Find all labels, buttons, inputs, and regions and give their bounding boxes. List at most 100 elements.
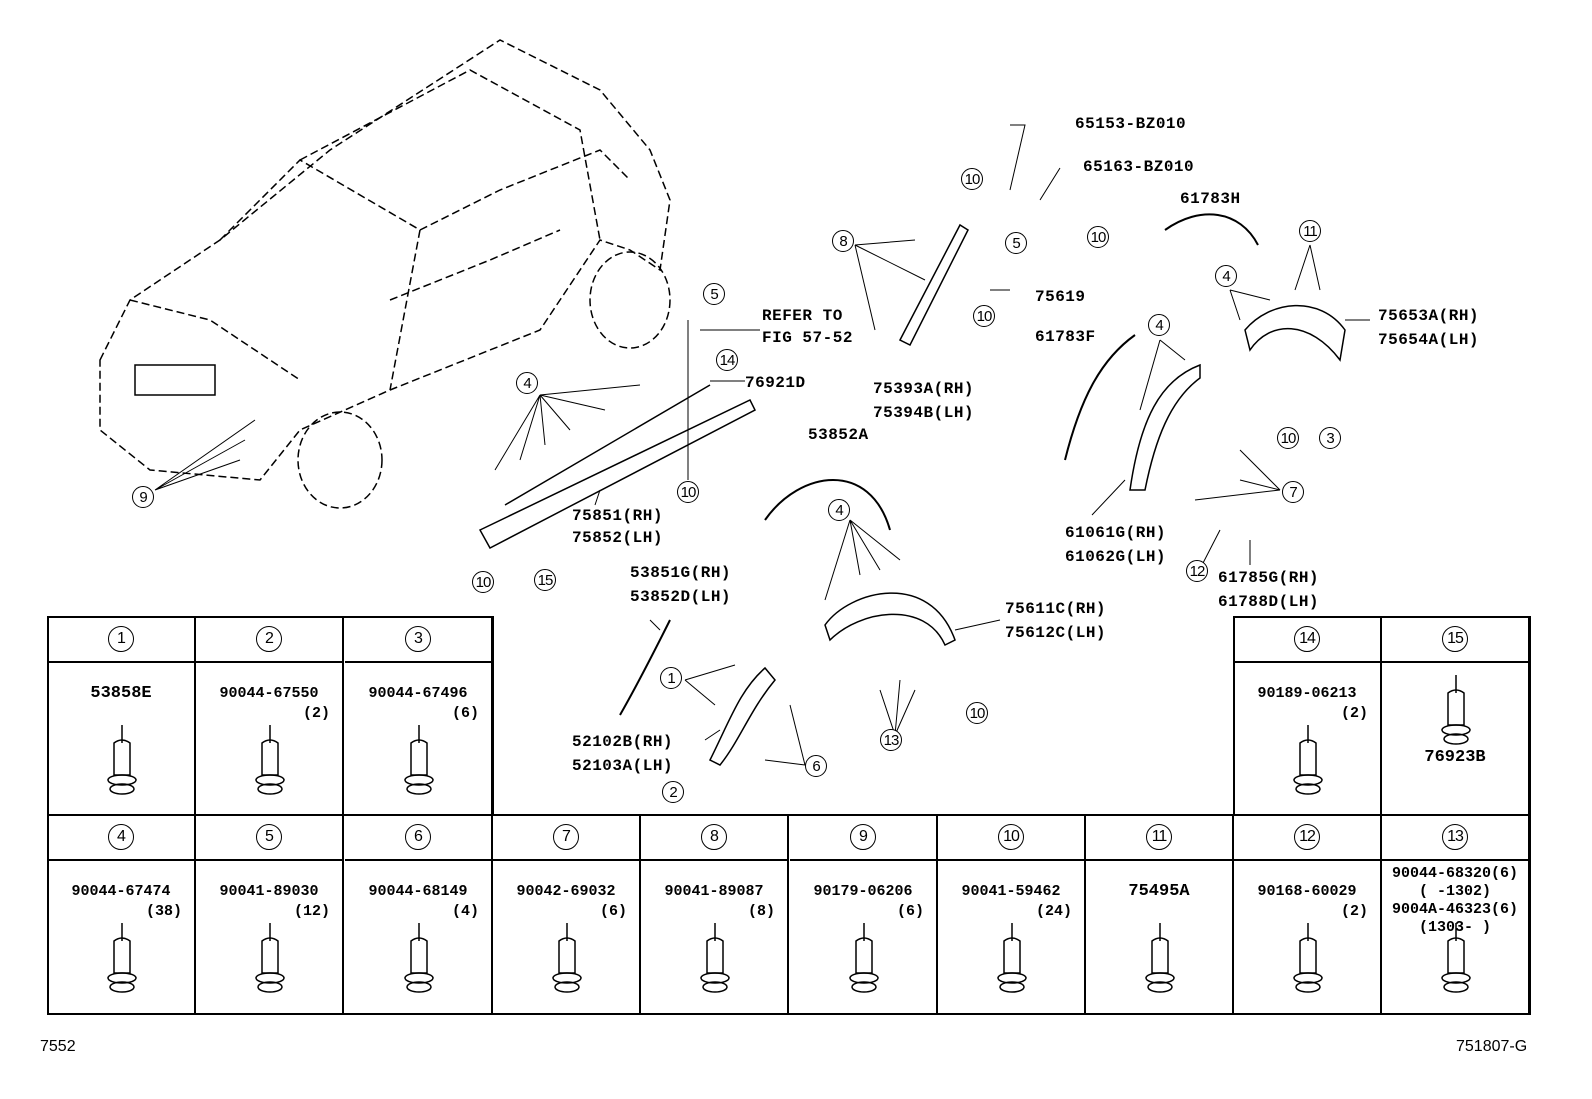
fastener-icon [255,725,285,795]
reference-marker: 1 [660,667,682,689]
fastener-icon [849,923,879,993]
part-quantity: (2) [302,705,330,722]
part-quantity: (6) [451,705,479,722]
part-callout: 61783F [1035,328,1096,346]
reference-marker: 4 [1148,314,1170,336]
part-number: 75495A [1128,882,1190,901]
rocker-panel-moulding [478,399,757,550]
cell-ref-number: 11 [1146,824,1172,850]
cell-header: 12 [1234,815,1380,861]
part-quantity: (8) [747,903,775,920]
reference-marker: 5 [1005,232,1027,254]
fastener-icon [700,923,730,993]
cell-ref-number: 12 [1294,824,1320,850]
reference-marker: 10 [966,702,988,724]
reference-marker: 8 [832,230,854,252]
grille [134,364,216,396]
part-quantity: (6) [896,903,924,920]
part-callout: 75653A(RH) [1378,307,1480,325]
part-quantity: (24) [1035,903,1072,920]
part-number: 76923B [1424,748,1486,767]
part-callout: 53851G(RH) [630,564,732,582]
parts-table-cell: 12 90168-60029 (2) [1234,815,1382,1013]
reference-marker: 11 [1299,220,1321,242]
parts-table-cell: 1 53858E [48,617,196,815]
parts-table-lines [47,616,1531,1015]
arch-75653A [1244,304,1346,362]
reference-marker: 5 [703,283,725,305]
cell-header: 3 [345,617,491,663]
cell-ref-number: 8 [701,824,727,850]
reference-marker: 10 [472,571,494,593]
part-number: 90044-67496 [368,685,468,702]
cell-ref-number: 14 [1294,626,1320,652]
reference-marker: 12 [1186,560,1208,582]
parts-table-cell: 15 76923B [1382,617,1530,815]
reference-marker: 3 [1319,427,1341,449]
part-callout: REFER TO [762,307,843,325]
fastener-icon [404,725,434,795]
reference-marker: 7 [1282,481,1304,503]
reference-marker: 10 [677,481,699,503]
arch-53851G [619,619,671,716]
reference-marker: 4 [1215,265,1237,287]
part-number: 90044-68149 [368,883,468,900]
part-number: 90044-67550 [219,685,319,702]
part-number: 90189-06213 [1257,685,1357,702]
reference-marker: 15 [534,569,556,591]
part-callout: 53852D(LH) [630,588,732,606]
fastener-icon [255,923,285,993]
reference-marker: 10 [973,305,995,327]
part-callout: 76921D [745,374,806,392]
part-callout: 61062G(LH) [1065,548,1167,566]
cell-header: 2 [196,617,342,663]
part-number: 53858E [90,684,152,703]
part-number: 90044-67474 [71,883,171,900]
part-callout: 75619 [1035,288,1086,306]
part-callout: 65153-BZ010 [1075,115,1187,133]
cell-header: 6 [345,815,491,861]
fastener-icon [1441,923,1471,993]
fastener-icon [1441,675,1471,745]
cell-ref-number: 2 [256,626,282,652]
part-quantity: (12) [293,903,330,920]
arch-53852A [764,479,891,531]
cell-header: 8 [641,815,787,861]
fastener-icon [1145,923,1175,993]
part-number-note: 9004A-46323(6) [1391,901,1519,918]
cell-ref-number: 1 [108,626,134,652]
arch-52102B [708,666,776,766]
part-callout: FIG 57-52 [762,329,853,347]
reference-marker: 4 [828,499,850,521]
reference-marker: 2 [662,781,684,803]
fastener-icon [404,923,434,993]
reference-marker: 13 [880,729,902,751]
cell-header: 5 [196,815,342,861]
cell-header: 15 [1382,617,1528,663]
cell-header: 4 [48,815,194,861]
part-callout: 61061G(RH) [1065,524,1167,542]
vehicle-illustration [99,39,671,481]
reference-marker: 14 [716,349,738,371]
part-quantity: (2) [1340,705,1368,722]
part-callout: 75611C(RH) [1005,600,1107,618]
cell-ref-number: 7 [553,824,579,850]
part-callout: 61788D(LH) [1218,593,1320,611]
part-number: 90042-69032 [516,883,616,900]
arch-61783H [1164,213,1259,246]
cell-header: 1 [48,617,194,663]
arch-61061G [1129,363,1201,491]
part-callout: 75393A(RH) [873,380,975,398]
part-number: 90179-06206 [813,883,913,900]
rear-wheel [589,251,671,349]
cell-header: 14 [1234,617,1380,663]
part-number: 90168-60029 [1257,883,1357,900]
part-callout: 65163-BZ010 [1083,158,1195,176]
part-quantity: (2) [1340,903,1368,920]
fastener-icon [552,923,582,993]
